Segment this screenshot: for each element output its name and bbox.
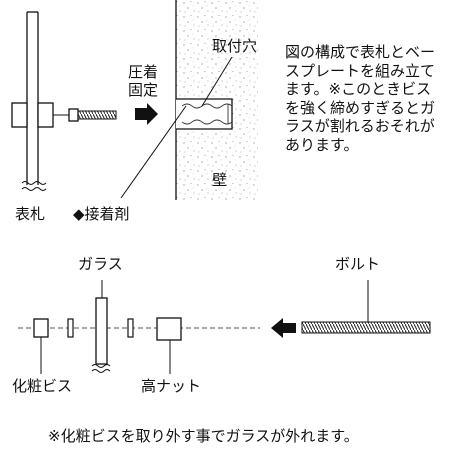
description-line: 図の構成で表札とベー — [285, 43, 436, 61]
wall — [175, 0, 258, 200]
glass-panel — [91, 280, 111, 373]
bolt-thread — [301, 321, 431, 334]
label-high-nut: 高ナット — [141, 377, 202, 395]
washer-left — [67, 318, 74, 338]
label-glass: ガラス — [78, 255, 123, 273]
press-arrow — [135, 103, 158, 125]
label-decorative-screw: 化粧ビス — [12, 377, 73, 395]
label-bolt: ボルト — [335, 255, 381, 273]
washer-right — [127, 318, 134, 338]
screw-thread — [77, 110, 117, 120]
label-adhesive: ◆接着剤 — [73, 205, 130, 223]
label-press-line1: 圧着 — [128, 63, 159, 81]
label-sign: 表札 — [15, 205, 46, 223]
description-line: スプレートを組み立て — [285, 61, 436, 80]
sign-plate — [21, 11, 47, 191]
adhesive-leader-line — [120, 105, 187, 199]
label-press-line2: 固定 — [128, 81, 159, 99]
description-line: を強く締めすぎるとガ — [285, 98, 436, 117]
description-line: ます。※このときビス — [285, 80, 432, 98]
label-wall: 壁 — [212, 171, 228, 189]
description-line: あります。 — [285, 135, 359, 154]
removal-note: ※化粧ビスを取り外す事でガラスが外れます。 — [48, 427, 359, 445]
base-plate-right — [37, 102, 54, 128]
label-mounting-hole: 取付穴 — [212, 37, 258, 55]
top-assembly — [11, 11, 117, 191]
description-line: ラスが割れるおそれが — [285, 117, 435, 135]
high-nut — [156, 317, 182, 341]
decorative-screw — [33, 318, 49, 338]
insert-arrow — [271, 318, 296, 338]
assembly-description: 図の構成で表札とベー スプレートを組み立て ます。※このときビス を強く締めすぎ… — [285, 43, 461, 154]
bottom-assembly — [18, 280, 431, 374]
base-plate-left — [11, 102, 28, 128]
nut — [68, 108, 79, 122]
mounting-hole — [176, 98, 233, 130]
hole-leader-line — [201, 56, 233, 107]
